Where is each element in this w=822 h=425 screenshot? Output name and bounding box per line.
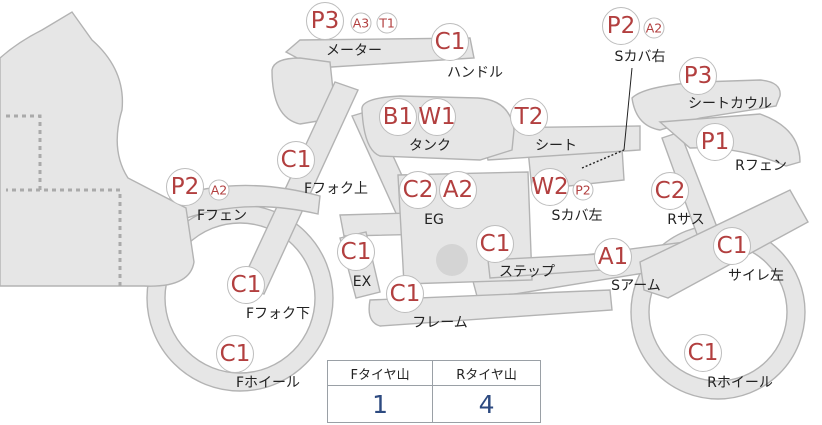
- tire-tread-table: Fタイヤ山 Rタイヤ山 1 4: [326, 360, 541, 423]
- part-label: Sアーム: [611, 278, 661, 294]
- code-badge: C1: [216, 335, 254, 373]
- code-badge: P2: [166, 168, 204, 206]
- part-label: ハンドル: [447, 65, 503, 81]
- part-label: Fホイール: [235, 375, 301, 391]
- code-badge: T2: [510, 98, 548, 136]
- code-badge: C1: [337, 233, 375, 271]
- part-label: フレーム: [412, 315, 468, 331]
- rear-tread-header: Rタイヤ山: [432, 360, 541, 386]
- code-badge: A3: [350, 12, 372, 34]
- front-tread-header: Fタイヤ山: [326, 360, 434, 386]
- part-label: EG: [424, 212, 444, 228]
- part-label: Sカバ左: [551, 208, 603, 224]
- rear-tread-value: 4: [432, 385, 541, 423]
- code-badge: C2: [399, 171, 437, 209]
- front-wheel-shape: [147, 205, 333, 391]
- code-badge: C1: [386, 275, 424, 313]
- code-badge: P2: [572, 179, 594, 201]
- code-badge: P3: [306, 2, 344, 40]
- part-label: Fフェン: [196, 208, 248, 224]
- code-badge: B1: [379, 98, 417, 136]
- front-fork-shape: [239, 81, 359, 295]
- part-label: シート: [535, 138, 577, 154]
- table-header-row: Fタイヤ山 Rタイヤ山: [326, 360, 541, 386]
- part-label: サイレ左: [728, 268, 784, 284]
- code-badge: C1: [227, 266, 265, 304]
- side-cover-right-leader: [623, 67, 633, 151]
- frame-bottom-shape: [368, 289, 613, 327]
- code-badge: C1: [476, 225, 514, 263]
- code-badge: A2: [208, 179, 230, 201]
- part-label: Rホイール: [707, 375, 773, 391]
- part-label: タンク: [409, 138, 451, 154]
- code-badge: A1: [594, 238, 632, 276]
- code-badge: P2: [602, 7, 640, 45]
- part-label: Rフェン: [735, 158, 787, 174]
- code-badge: P1: [696, 123, 734, 161]
- code-badge: C1: [431, 23, 469, 61]
- code-badge: W1: [418, 98, 456, 136]
- front-cowl-shape: [0, 11, 195, 287]
- code-badge: P3: [679, 57, 717, 95]
- front-tread-value: 1: [326, 385, 434, 423]
- code-badge: C1: [713, 227, 751, 265]
- part-label: Fフォク下: [245, 306, 311, 322]
- part-label: Sカバ右: [614, 49, 666, 65]
- code-badge: C1: [684, 334, 722, 372]
- code-badge: W2: [531, 168, 569, 206]
- part-label: Rサス: [667, 212, 705, 228]
- code-badge: A2: [643, 17, 665, 39]
- seat-cowl-shape: [631, 79, 781, 131]
- code-badge: C1: [277, 141, 315, 179]
- code-badge: A2: [439, 171, 477, 209]
- table-row: 1 4: [326, 385, 541, 423]
- code-badge: T1: [376, 12, 398, 34]
- part-label: ステップ: [499, 264, 555, 280]
- part-label: シートカウル: [688, 96, 772, 112]
- part-label: Fフォク上: [303, 181, 369, 197]
- code-badge: C2: [651, 172, 689, 210]
- part-label: EX: [352, 274, 372, 290]
- part-label: メーター: [326, 43, 382, 59]
